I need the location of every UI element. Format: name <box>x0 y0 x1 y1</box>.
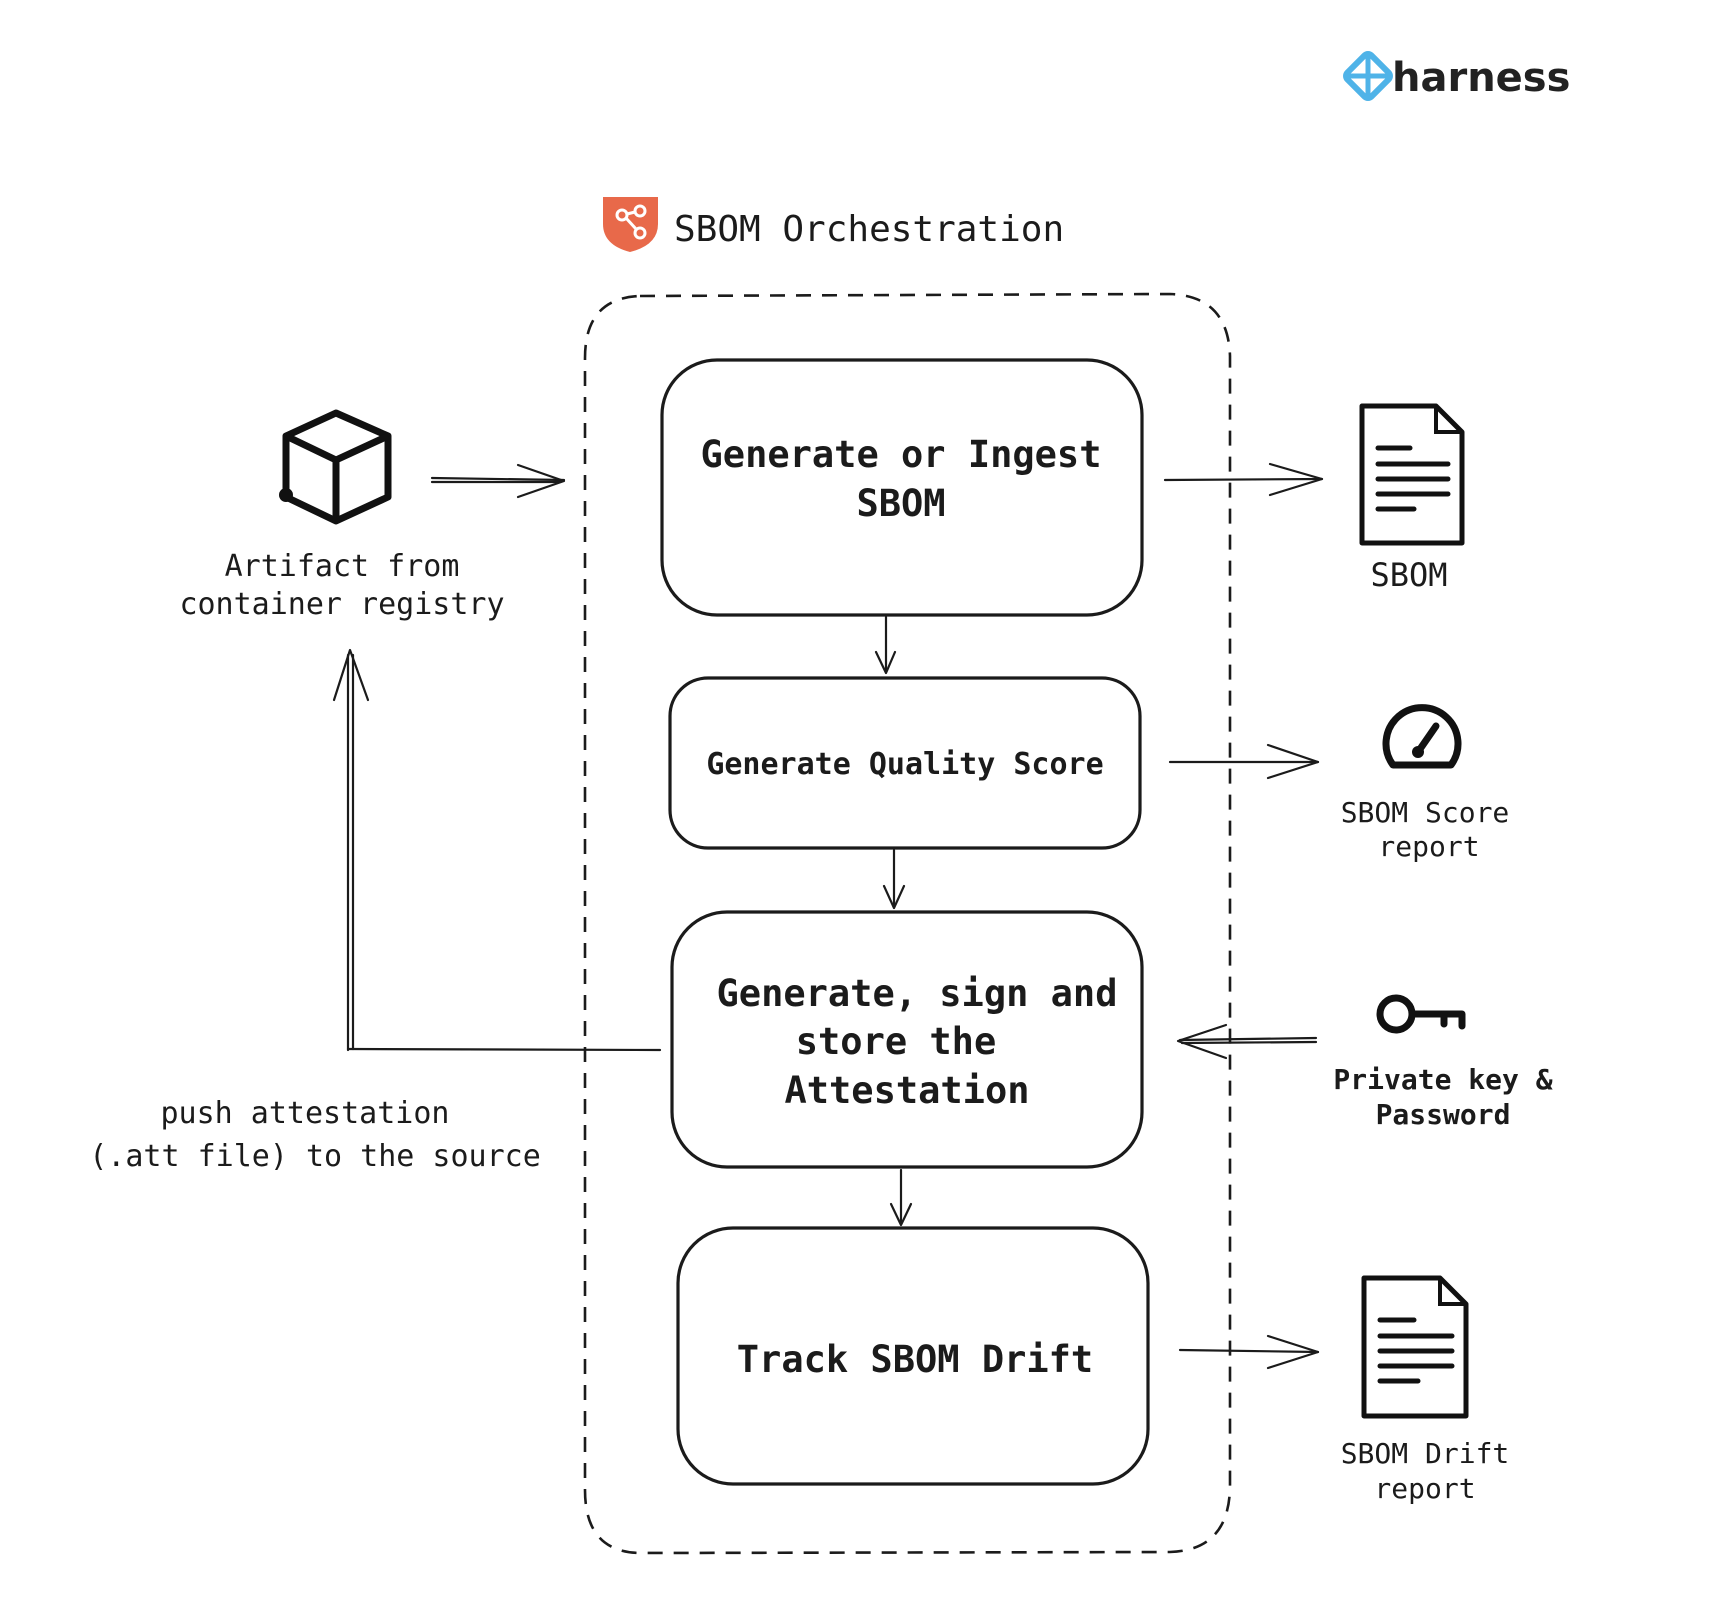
score-output: SBOM Score report <box>1341 704 1510 863</box>
step-quality-score: Generate Quality Score <box>668 676 1142 850</box>
artifact-arrow <box>430 463 566 499</box>
flow-arrow-3-4 <box>889 1168 913 1227</box>
title-text: SBOM Orchestration <box>674 209 1064 250</box>
orchestration-boundary <box>583 292 1232 1555</box>
step-attestation: Generate, sign and store the Attestation <box>670 910 1144 1169</box>
document-icon <box>1359 403 1465 546</box>
step-generate-ingest: Generate or Ingest SBOM <box>660 358 1144 617</box>
cube-icon <box>279 409 392 525</box>
flow-arrow-2-3 <box>882 848 906 910</box>
score-output-label-line-2: report <box>1378 830 1479 863</box>
score-output-arrow <box>1168 743 1320 780</box>
drift-output-arrow <box>1178 1334 1320 1370</box>
drift-output: SBOM Drift report <box>1341 1275 1510 1505</box>
step-label-line-1: Generate, sign and <box>717 972 1118 1015</box>
harness-logo-icon <box>1343 51 1393 101</box>
push-attestation-arrow <box>332 648 662 1052</box>
artifact-label-line-2: container registry <box>179 587 504 622</box>
artifact-label-line-1: Artifact from <box>225 549 460 584</box>
step-label-line-1: Track SBOM Drift <box>737 1338 1093 1381</box>
key-arrow <box>1176 1023 1318 1060</box>
step-box <box>668 676 1142 850</box>
step-label-line-1: Generate or Ingest <box>701 433 1102 476</box>
key-input: Private key & Password <box>1333 994 1553 1131</box>
key-icon <box>1376 994 1466 1034</box>
step-label-line-1: Generate Quality Score <box>706 747 1103 782</box>
key-label-line-2: Password <box>1376 1098 1511 1131</box>
brand-name: harness <box>1392 55 1570 101</box>
key-label-line-1: Private key & <box>1333 1063 1552 1096</box>
sbom-output-label: SBOM <box>1370 556 1447 594</box>
push-label-line-1: push attestation <box>161 1096 450 1131</box>
step-label-line-3: Attestation <box>784 1069 1029 1112</box>
drift-output-label-line-2: report <box>1374 1472 1475 1505</box>
drift-output-label-line-1: SBOM Drift <box>1341 1437 1510 1470</box>
step-box <box>660 358 1144 617</box>
speedometer-icon <box>1382 704 1462 769</box>
step-box <box>670 910 1144 1169</box>
diagram-title: SBOM Orchestration <box>603 197 1064 252</box>
step-label-line-2: store the <box>796 1020 996 1063</box>
sbom-output-arrow <box>1163 462 1324 497</box>
push-attestation-label: push attestation (.att file) to the sour… <box>89 1096 541 1174</box>
flow-arrow-1-2 <box>874 615 897 675</box>
sbom-shield-icon <box>603 197 658 252</box>
push-label-line-2: (.att file) to the source <box>89 1139 541 1174</box>
step-track-drift: Track SBOM Drift <box>676 1226 1150 1486</box>
document-icon <box>1361 1275 1469 1419</box>
harness-logo: harness <box>1343 51 1570 101</box>
score-output-label-line-1: SBOM Score <box>1341 796 1510 829</box>
step-box <box>676 1226 1150 1486</box>
sbom-output: SBOM <box>1359 403 1465 594</box>
step-label-line-2: SBOM <box>856 482 945 525</box>
artifact-input: Artifact from container registry <box>179 409 505 622</box>
